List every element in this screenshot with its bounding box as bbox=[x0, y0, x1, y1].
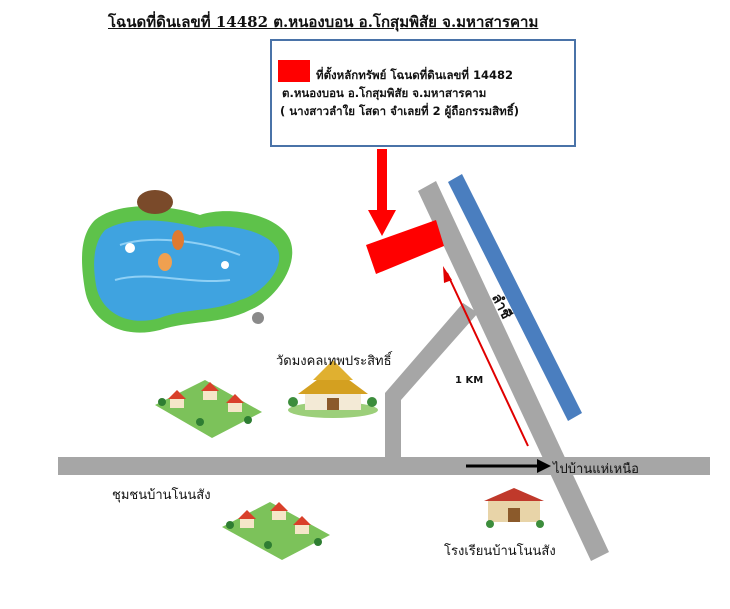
school-label: โรงเรียนบ้านโนนสัง bbox=[444, 544, 556, 559]
temple-label: วัดมงคลเทพประสิทธิ์ bbox=[276, 354, 392, 369]
property-color-swatch bbox=[278, 60, 310, 82]
property-marker bbox=[366, 220, 444, 274]
pond-illustration bbox=[82, 190, 293, 333]
callout-line-1: ที่ตั้งหลักทรัพย์ โฉนดที่ดินเลขที่ 14482 bbox=[316, 68, 514, 82]
pointer-arrow bbox=[368, 149, 396, 236]
distance-arrow bbox=[443, 266, 529, 447]
property-callout-box: ที่ตั้งหลักทรัพย์ โฉนดที่ดินเลขที่ 14482… bbox=[270, 39, 576, 147]
horizontal-road bbox=[58, 457, 710, 475]
distance-label: 1 KM bbox=[455, 375, 484, 386]
canal-lam-chi bbox=[448, 174, 582, 421]
school-icon bbox=[480, 483, 548, 529]
map-title: โฉนดที่ดินเลขที่ 14482 ต.หนองบอน อ.โกสุม… bbox=[108, 13, 539, 31]
direction-label: ไปบ้านแห่เหนือ bbox=[553, 462, 639, 477]
direction-arrow bbox=[466, 459, 551, 473]
temple-icon bbox=[288, 360, 378, 418]
houses-cluster-lower bbox=[222, 502, 330, 560]
callout-line-2: ต.หนองบอน อ.โกสุมพิสัย จ.มหาสารคาม bbox=[282, 86, 487, 100]
houses-cluster-upper bbox=[155, 380, 262, 438]
community-label: ชุมชนบ้านโนนสัง bbox=[112, 488, 211, 503]
callout-line-3: ( นางสาวลำใย โสดา จำเลยที่ 2 ผู้ถือกรรมส… bbox=[280, 104, 519, 118]
